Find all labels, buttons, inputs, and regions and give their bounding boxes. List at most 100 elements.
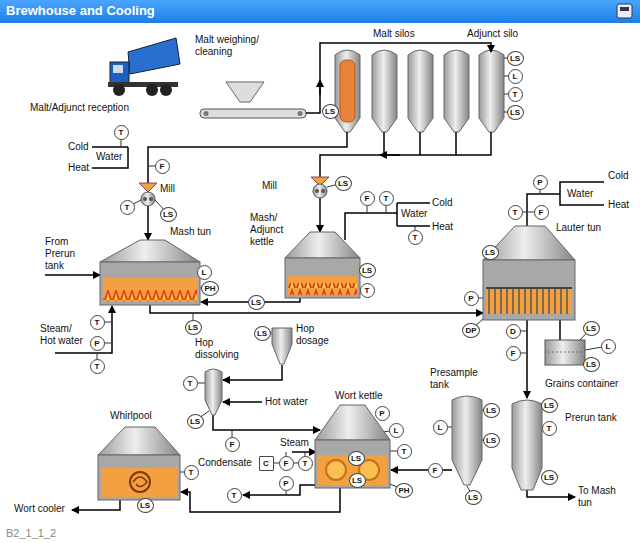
lauter-tun-part [486,287,572,289]
instrument-bubble: L [433,420,448,435]
controller-box: C [259,456,274,471]
lauter-tun-part [486,288,572,314]
vessel-label: Prerun tank [565,412,625,424]
vessel-label: Mill [262,180,277,192]
instrument-tag: T [402,447,407,456]
instrument-tag: T [189,468,194,477]
instrument-tag: LS [485,248,495,257]
pipes-part [92,147,128,168]
instrument-tag: P [537,178,542,187]
mash-adjunct-kettle-part [288,283,357,295]
lauter-tun-part [483,260,575,320]
instrument-bubble: F [155,159,170,174]
instrument-bubble: LS [248,295,265,310]
vessel-label: Cold [432,197,453,209]
instrument-tag: C [263,459,269,468]
vessel-label: Presample tank [430,367,482,391]
instrument-tag: PH [398,486,409,495]
truck-part [113,65,123,73]
page-title: Brewhouse and Cooling [6,3,155,19]
instrument-bubble: T [114,125,129,140]
instrument-tag: T [125,203,130,212]
instrument-bubble: LS [507,105,524,120]
instrument-tag: LS [190,417,200,426]
vessel-label: Wort kettle [335,390,383,402]
instrument-tag: T [384,194,389,203]
pipes-part [147,206,149,240]
instrument-tag: F [160,162,165,171]
mash-tun-part [100,240,200,262]
instrument-tag: T [547,424,552,433]
instrument-bubble: LS [335,176,352,191]
vessel-label: Hop dosage [296,323,336,347]
figure-caption: B2_1_1_2 [6,527,56,540]
instrument-tag: LS [325,107,335,116]
instrument-bubble: P [279,476,294,491]
vessel-label: Hot water [265,396,308,408]
instrument-bubble: T [379,191,394,206]
pipes-part [306,43,491,113]
instrument-bubble: LS [483,433,500,448]
pipes-part [72,500,120,510]
vessel-label: Cold [608,170,629,182]
hopper-conveyor-part [204,111,209,116]
silos-part [340,60,355,122]
vessel-label: Heat [432,221,453,233]
hopper-conveyor [200,82,306,118]
instrument-tag: T [303,459,308,468]
instrument-bubble: T [227,488,242,503]
instrument-tag: F [511,349,516,358]
instrument-bubble: L [601,339,616,354]
instrument-tag: P [283,479,288,488]
mash-adjunct-kettle [285,232,360,298]
instrument-bubble: L [197,265,212,280]
truck-part [128,38,180,74]
vessel-label: Heat [68,162,89,174]
instrument-bubble: LS [359,263,376,278]
whirlpool-part [133,477,147,487]
instrument-bubble: P [90,336,105,351]
pipes-part [380,154,400,156]
instrument-bubble: T [298,456,313,471]
pipes-part [320,132,491,178]
instrument-tag: L [606,342,611,351]
instrument-tag: L [438,423,443,432]
vessel-label: Steam [280,437,309,449]
instrument-tag: LS [257,329,267,338]
instrument-bubble: LS [482,245,499,260]
vessel-label: Lauter tun [556,222,601,234]
instrument-bubble: T [90,315,105,330]
instrument-tag: T [95,362,100,371]
instrument-tag: L [394,426,399,435]
whirlpool-part [130,472,150,492]
instrument-tag: T [188,379,193,388]
whirlpool-part [98,427,180,455]
instrument-tag: LS [338,179,348,188]
vessel-label: From Prerun tank [45,236,85,272]
instrument-bubble: P [375,406,390,421]
instrument-tag: T [365,286,370,295]
silos-part [372,50,397,132]
mash-adjunct-kettle-part [285,232,360,258]
instrument-bubble: LS [137,498,154,513]
instrument-tag: LS [486,406,496,415]
instrument-stubs-part [97,58,608,497]
instrument-tag: LS [251,298,261,307]
whirlpool-part [101,468,177,497]
instrument-bubble: F [506,346,521,361]
grains-container-part [548,352,582,353]
instrument-bubble: T [360,283,375,298]
instrument-tag: LS [544,473,554,482]
wort-kettle [315,405,390,488]
instrument-tag: T [232,491,237,500]
vessel-label: Mash/ Adjunct kettle [250,212,295,248]
instrument-tag: D [510,327,516,336]
vessel-label: Water [401,208,427,220]
mash-tun-part [103,278,197,302]
vessel-label: To Mash tun [578,485,628,509]
lauter-tun [483,226,575,320]
instrument-bubble: F [225,437,240,452]
instrument-bubble: D [506,324,521,339]
mills-part [321,189,325,193]
pipes-part [559,320,561,340]
